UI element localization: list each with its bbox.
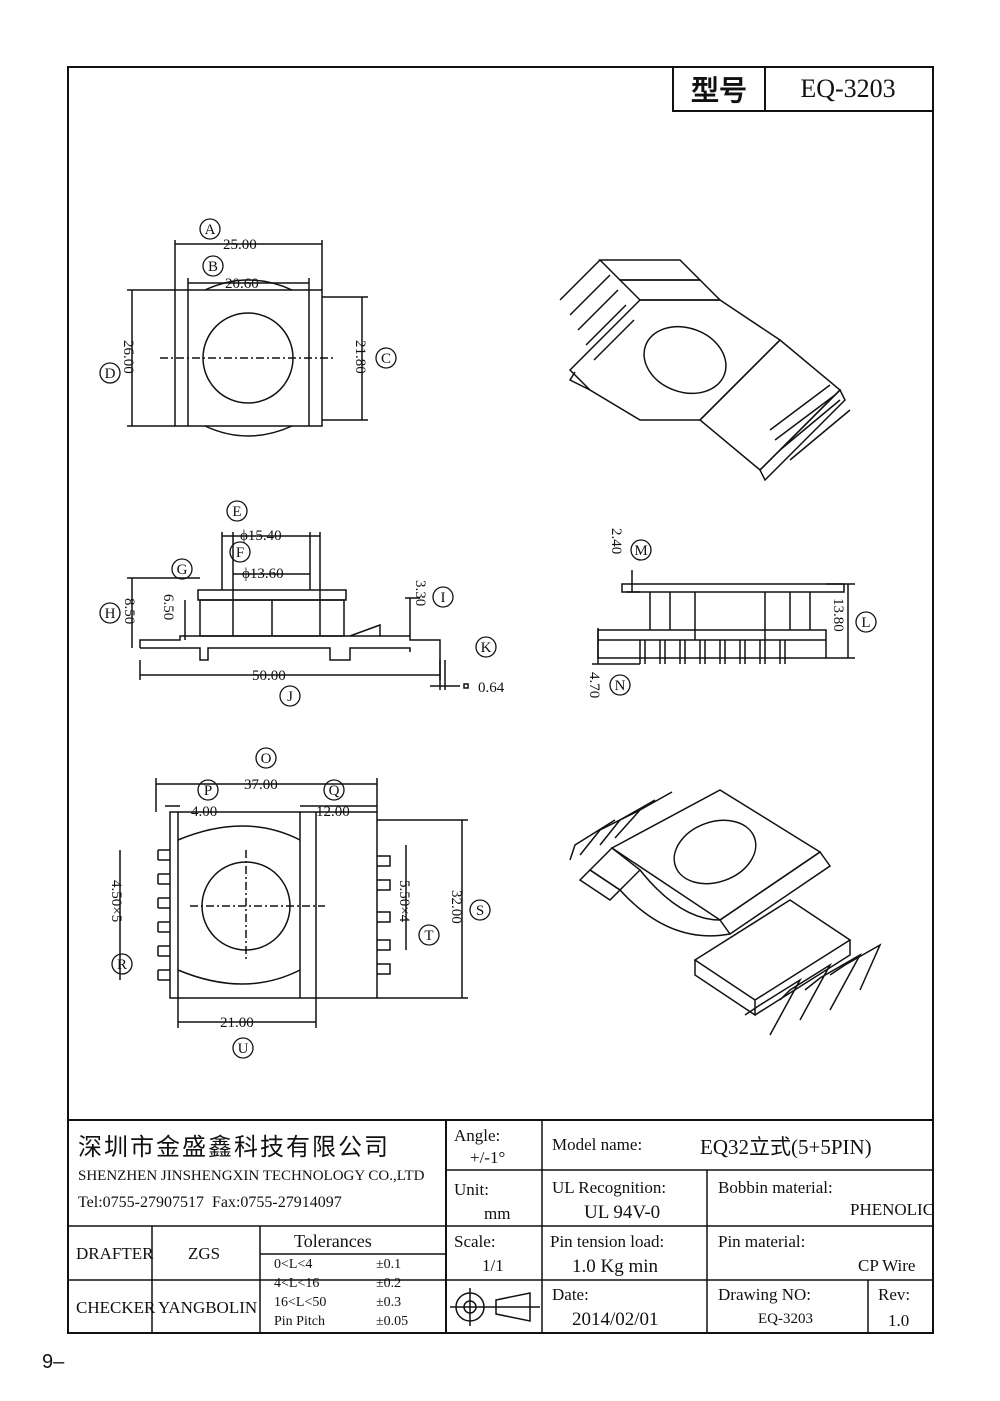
- unit-value: mm: [484, 1204, 511, 1223]
- drawing-no-label: Drawing NO:: [718, 1285, 812, 1304]
- dim-value-b: 20.60: [225, 276, 259, 292]
- tolerance-value: ±0.2: [376, 1276, 402, 1291]
- dim-value-s: 32.00: [448, 890, 464, 924]
- unit-label: Unit:: [454, 1180, 489, 1199]
- pin-tension-value: 1.0 Kg min: [572, 1256, 659, 1277]
- dim-letter-n: N: [615, 678, 626, 694]
- drafter-value: ZGS: [188, 1244, 221, 1263]
- ul-label: UL Recognition:: [552, 1178, 667, 1197]
- dim-value-h: 8.50: [121, 598, 137, 624]
- dim-value-n: 4.70: [586, 672, 602, 698]
- title-table-grid: [67, 1119, 934, 1334]
- pin-tension-label: Pin tension load:: [550, 1232, 665, 1251]
- dim-letter-c: C: [381, 351, 391, 367]
- dim-letter-k: K: [481, 640, 492, 656]
- checker-label: CHECKER: [76, 1298, 156, 1317]
- dim-value-c: 21.80: [352, 340, 368, 374]
- dim-letter-d: D: [105, 366, 116, 382]
- dim-letter-m: M: [634, 543, 647, 559]
- bobbin-label: Bobbin material:: [718, 1178, 833, 1197]
- scale-value: 1/1: [482, 1256, 504, 1275]
- dim-value-r: 4.50×5: [108, 880, 124, 922]
- dim-value-u: 21.00: [220, 1015, 254, 1031]
- dim-letter-j: J: [287, 689, 293, 705]
- dim-value-j: 50.00: [252, 668, 286, 684]
- dim-value-m: 2.40: [608, 528, 624, 554]
- front-view: [592, 570, 855, 665]
- dimension-letters: A B C D E F G H I J K M L N O P Q R S T …: [99, 218, 877, 1059]
- tolerance-range: Pin Pitch: [274, 1314, 325, 1329]
- title-block-label: 型号: [674, 68, 766, 110]
- dim-value-p: 4.00: [191, 804, 217, 820]
- dim-value-d: 26.00: [120, 340, 136, 374]
- dim-letter-t: T: [424, 928, 433, 944]
- dim-letter-i: I: [441, 590, 446, 606]
- tolerance-value: ±0.05: [376, 1314, 409, 1329]
- isometric-view-top: [559, 259, 851, 482]
- dim-value-t: 5.50×4: [396, 880, 412, 923]
- rev-value: 1.0: [888, 1311, 910, 1330]
- model-label: Model name:: [552, 1135, 643, 1154]
- dim-letter-a: A: [205, 222, 216, 238]
- title-block-value: EQ-3203: [800, 74, 896, 103]
- rev-label: Rev:: [878, 1285, 911, 1304]
- angle-label: Angle:: [454, 1126, 501, 1145]
- dim-letter-u: U: [238, 1041, 249, 1057]
- dim-letter-b: B: [208, 259, 218, 275]
- dim-value-l: 13.80: [830, 598, 846, 632]
- drafter-label: DRAFTER: [76, 1244, 154, 1263]
- dim-letter-e: E: [232, 504, 241, 520]
- dim-letter-p: P: [204, 783, 212, 799]
- checker-value: YANGBOLIN: [158, 1298, 258, 1317]
- company-name-cn: 深圳市金盛鑫科技有限公司: [78, 1133, 390, 1161]
- pin-material-value: CP Wire: [858, 1256, 916, 1275]
- dim-value-a: 25.00: [223, 237, 257, 253]
- angle-value: +/-1°: [470, 1148, 506, 1167]
- bottom-view: [119, 778, 468, 1028]
- company-name-en: SHENZHEN JINSHENGXIN TECHNOLOGY CO.,LTD: [78, 1168, 425, 1184]
- dim-value-q: 12.00: [316, 804, 350, 820]
- dimension-values: 25.00 20.60 21.80 26.00 ϕ15.40 ϕ13.60 8.…: [108, 237, 846, 1031]
- date-label: Date:: [552, 1285, 589, 1304]
- dim-letter-l: L: [861, 615, 870, 631]
- dim-value-e: ϕ15.40: [240, 528, 282, 544]
- tolerance-value: ±0.1: [376, 1257, 402, 1272]
- dim-letter-q: Q: [329, 783, 340, 799]
- dim-value-f: ϕ13.60: [242, 566, 284, 582]
- dim-letter-o: O: [261, 751, 272, 767]
- tolerance-range: 4<L<16: [274, 1276, 320, 1291]
- title-block: 型号 EQ-3203: [672, 66, 934, 112]
- dim-letter-r: R: [117, 957, 127, 973]
- dim-letter-s: S: [476, 903, 484, 919]
- dim-value-o: 37.00: [244, 777, 278, 793]
- dim-letter-h: H: [105, 606, 116, 622]
- pin-material-label: Pin material:: [718, 1232, 806, 1251]
- isometric-view-bottom: [569, 789, 882, 1036]
- tolerance-range: 16<L<50: [274, 1295, 327, 1310]
- page-number: 9–: [42, 1351, 65, 1373]
- date-value: 2014/02/01: [572, 1309, 659, 1330]
- scale-label: Scale:: [454, 1232, 496, 1251]
- dim-value-i: 3.30: [412, 580, 428, 606]
- ul-value: UL 94V-0: [584, 1202, 661, 1223]
- bobbin-value: PHENOLIC: [850, 1200, 935, 1219]
- dim-letter-g: G: [177, 562, 188, 578]
- drawing-frame: [67, 66, 934, 1334]
- model-value: EQ32立式(5+5PIN): [700, 1135, 872, 1159]
- top-view: [127, 240, 368, 437]
- tolerances-title: Tolerances: [294, 1231, 372, 1251]
- dim-letter-f: F: [236, 545, 244, 561]
- dim-value-k: 0.64: [478, 680, 505, 696]
- dim-value-h2: 6.50: [160, 594, 176, 620]
- drawing-no-value: EQ-3203: [758, 1311, 813, 1327]
- tolerance-range: 0<L<4: [274, 1257, 313, 1272]
- side-view: [127, 532, 469, 690]
- company-contact: Tel:0755-27907517 Fax:0755-27914097: [78, 1194, 342, 1211]
- tolerance-value: ±0.3: [376, 1295, 402, 1310]
